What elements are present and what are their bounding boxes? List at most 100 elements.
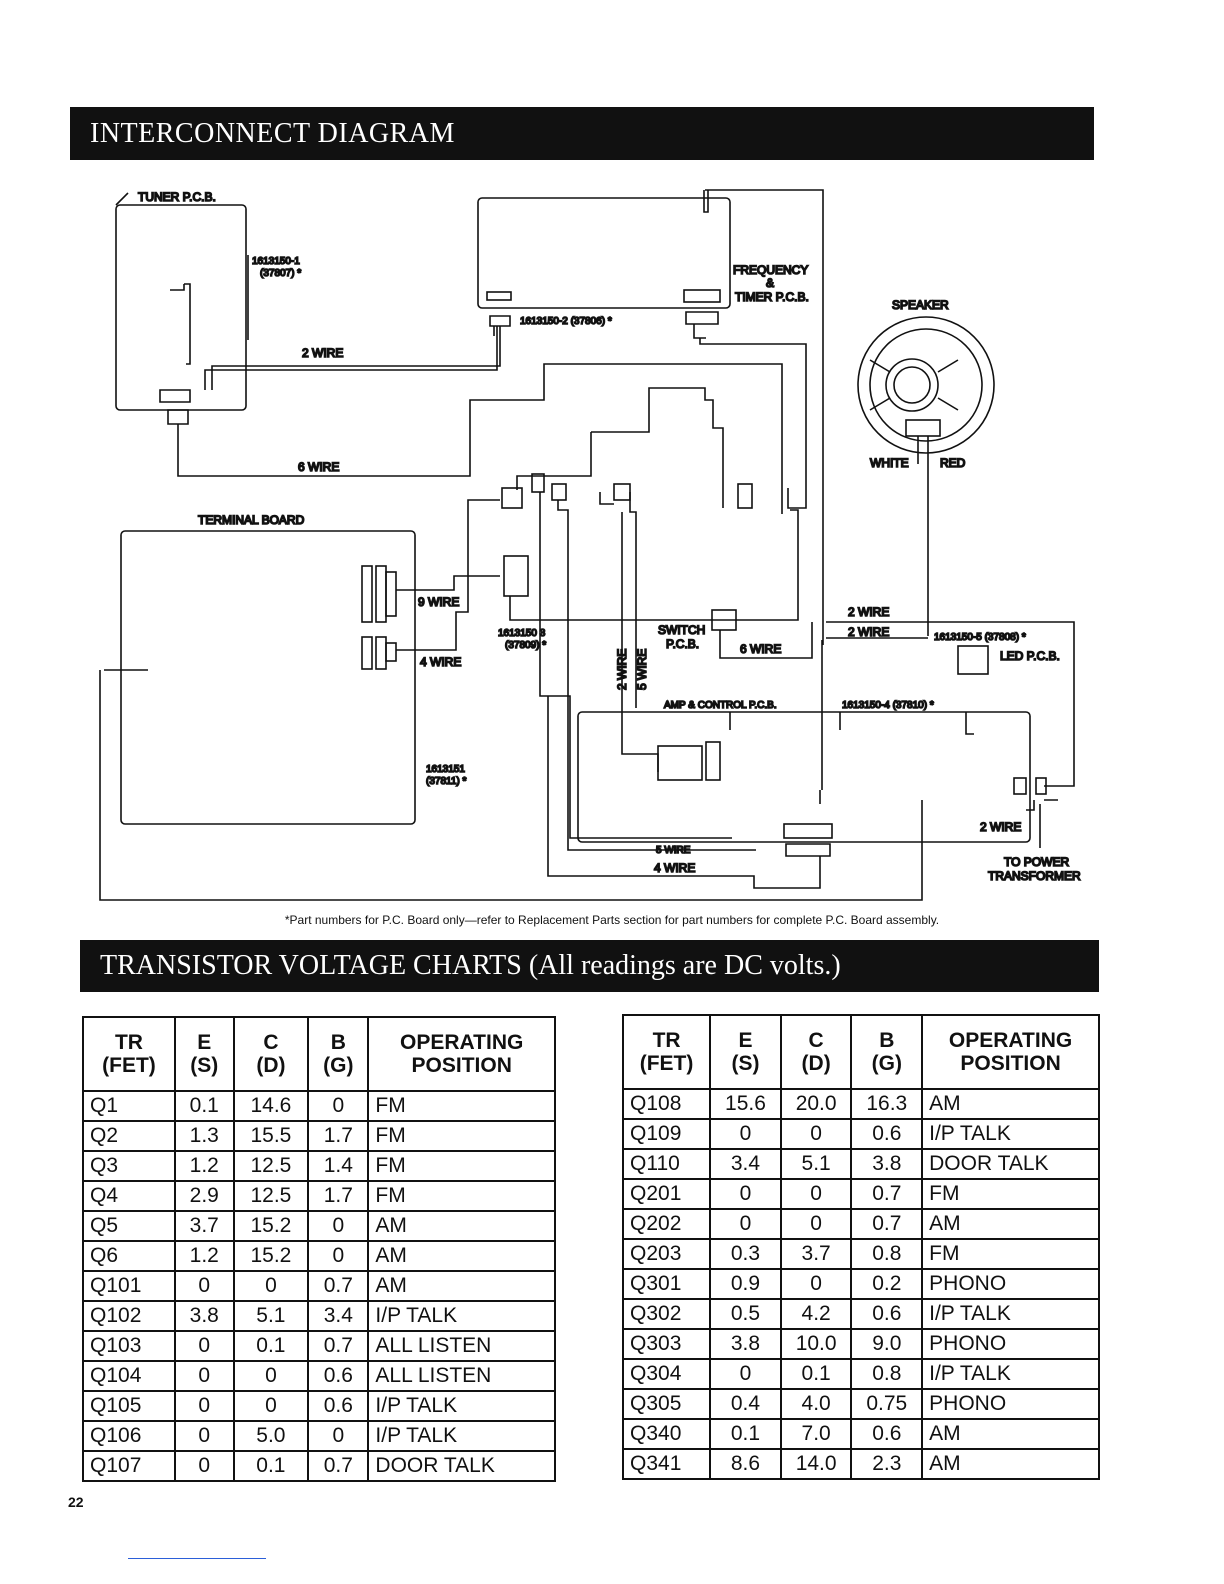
four-wire-terminal <box>396 499 500 651</box>
e-cell: 3.4 <box>709 1148 782 1180</box>
tr-cell: Q103 <box>82 1330 176 1362</box>
c-cell: 0 <box>779 1178 853 1210</box>
b-cell: 0.2 <box>850 1268 924 1300</box>
e-cell: 0 <box>173 1420 235 1452</box>
tr-cell: Q110 <box>621 1148 712 1180</box>
c-cell: 0 <box>779 1118 853 1150</box>
b-cell: 0 <box>307 1210 370 1242</box>
b-cell: 0.8 <box>850 1358 924 1390</box>
tr-cell: Q1 <box>82 1090 176 1122</box>
b-cell: 0.6 <box>850 1118 924 1150</box>
op-cell: FM <box>921 1238 1100 1270</box>
e-cell: 1.2 <box>173 1150 235 1182</box>
four-wire-terminal-label: 4 WIRE <box>420 655 461 669</box>
tr-cell: Q304 <box>621 1358 712 1390</box>
tr-cell: Q109 <box>621 1118 712 1150</box>
six-wire-tuner <box>177 363 783 514</box>
transistor-charts-banner: TRANSISTOR VOLTAGE CHARTS (All readings … <box>80 940 1099 992</box>
e-cell: 1.2 <box>173 1240 235 1272</box>
b-cell: 16.3 <box>850 1088 924 1120</box>
tr-cell: Q105 <box>82 1390 176 1422</box>
tr-cell: Q104 <box>82 1360 176 1392</box>
freq-label-1: FREQUENCY <box>733 263 808 277</box>
vertical-5wire-label: 5 WIRE <box>635 649 649 690</box>
e-cell: 0.9 <box>709 1268 782 1300</box>
five-wire-bottom-label: 5 WIRE <box>656 845 691 856</box>
speaker-label: SPEAKER <box>892 298 949 312</box>
b-cell: 0.6 <box>307 1360 370 1392</box>
c-cell: 0.1 <box>232 1450 310 1482</box>
two-wire-right-2-label: 2 WIRE <box>848 625 889 639</box>
c-cell: 20.0 <box>779 1088 853 1120</box>
tr-cell: Q4 <box>82 1180 176 1212</box>
two-wire-top-label: 2 WIRE <box>302 346 343 360</box>
op-cell: AM <box>921 1418 1100 1450</box>
c-cell: 14.6 <box>232 1090 310 1122</box>
amp-part-number: 1613150-4 (37810) * <box>842 700 934 711</box>
speaker-white-label: WHITE <box>870 456 909 470</box>
col-b-header: B(G) <box>850 1014 924 1090</box>
op-cell: AM <box>921 1208 1100 1240</box>
c-cell: 0 <box>232 1270 310 1302</box>
c-cell: 0 <box>779 1208 853 1240</box>
c-cell: 7.0 <box>779 1418 853 1450</box>
frequency-timer-pcb-board <box>477 197 731 309</box>
b-cell: 0 <box>307 1420 370 1452</box>
b-cell: 0.8 <box>850 1238 924 1270</box>
col-c-header: C(D) <box>779 1014 853 1090</box>
b-cell: 0.6 <box>850 1418 924 1450</box>
e-cell: 0 <box>173 1330 235 1362</box>
tr-cell: Q107 <box>82 1450 176 1482</box>
e-cell: 0 <box>709 1358 782 1390</box>
tuner-part-number: 1613150-1 <box>252 256 300 267</box>
e-cell: 8.6 <box>709 1448 782 1480</box>
e-cell: 0.5 <box>709 1298 782 1330</box>
e-cell: 0.1 <box>173 1090 235 1122</box>
two-wire-right-1-label: 2 WIRE <box>848 605 889 619</box>
op-cell: I/P TALK <box>367 1300 556 1332</box>
e-cell: 2.9 <box>173 1180 235 1212</box>
page-number: 22 <box>68 1494 84 1510</box>
e-cell: 0.3 <box>709 1238 782 1270</box>
e-cell: 3.8 <box>173 1300 235 1332</box>
op-cell: I/P TALK <box>921 1118 1100 1150</box>
b-cell: 0.6 <box>850 1298 924 1330</box>
col-b-header: B(G) <box>307 1016 370 1092</box>
op-cell: ALL LISTEN <box>367 1330 556 1362</box>
op-cell: AM <box>921 1448 1100 1480</box>
op-cell: ALL LISTEN <box>367 1360 556 1392</box>
b-cell: 0.7 <box>850 1178 924 1210</box>
interconnect-diagram: TUNER P.C.B. 1613150-1 (37807) * 1613150… <box>99 189 1082 901</box>
switch-part-number: 1613150 3 <box>498 628 546 639</box>
op-cell: FM <box>921 1178 1100 1210</box>
b-cell: 1.7 <box>307 1120 370 1152</box>
nine-wire <box>396 575 500 591</box>
op-cell: PHONO <box>921 1388 1100 1420</box>
six-wire-left-label: 6 WIRE <box>298 460 339 474</box>
op-cell: FM <box>367 1120 556 1152</box>
terminal-part-alt: (37811) * <box>426 776 467 787</box>
c-cell: 4.2 <box>779 1298 853 1330</box>
tr-cell: Q302 <box>621 1298 712 1330</box>
e-cell: 0 <box>173 1270 235 1302</box>
tr-cell: Q201 <box>621 1178 712 1210</box>
e-cell: 0 <box>173 1450 235 1482</box>
op-cell: PHONO <box>921 1328 1100 1360</box>
tuner-pcb-board <box>115 204 247 411</box>
b-cell: 0.6 <box>307 1390 370 1422</box>
tr-cell: Q102 <box>82 1300 176 1332</box>
c-cell: 5.0 <box>232 1420 310 1452</box>
